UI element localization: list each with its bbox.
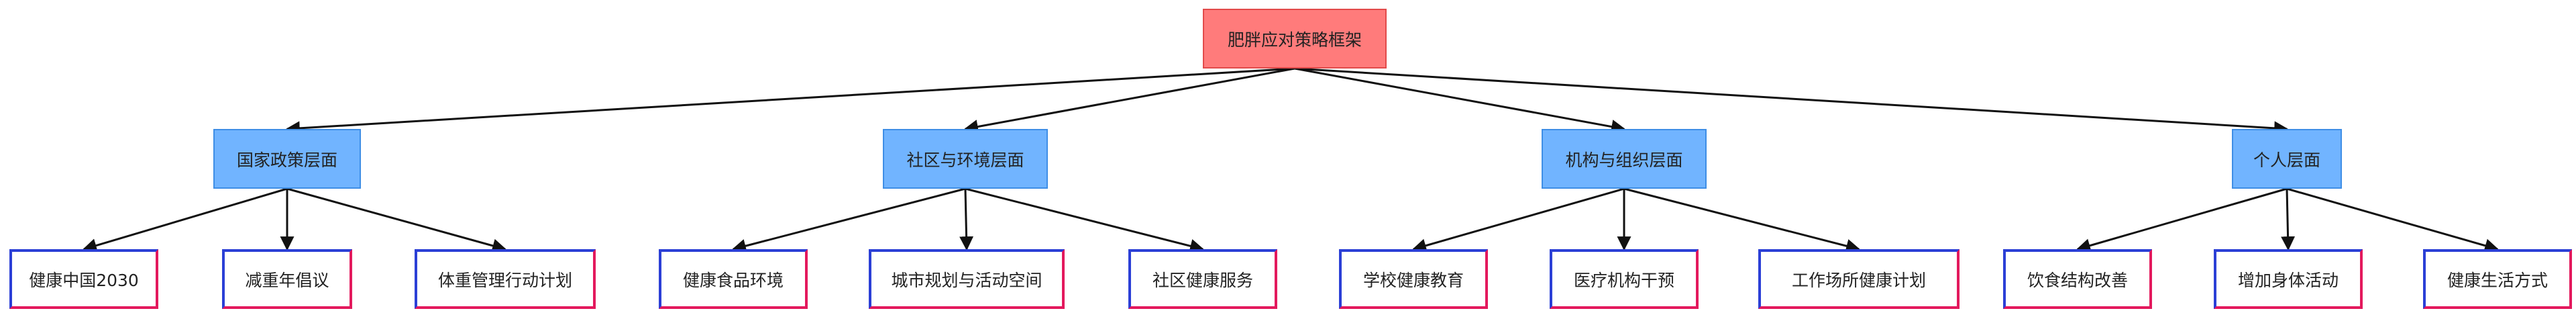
leaf-node-c1[interactable]: 健康食品环境 xyxy=(659,249,808,309)
leaf-node-i1[interactable]: 学校健康教育 xyxy=(1339,249,1488,309)
leaf-node-label: 健康生活方式 xyxy=(2447,270,2548,290)
edge-community-to-c1 xyxy=(731,187,966,253)
group-node-individual[interactable]: 个人层面 xyxy=(2232,129,2342,189)
group-node-institution[interactable]: 机构与组织层面 xyxy=(1542,129,1707,189)
edge-individual-to-p1 xyxy=(2076,187,2288,253)
leaf-node-p2[interactable]: 增加身体活动 xyxy=(2214,249,2363,309)
leaf-node-label: 健康食品环境 xyxy=(682,270,784,290)
edge-national-to-n1 xyxy=(82,187,288,253)
leaf-node-p1[interactable]: 饮食结构改善 xyxy=(2003,249,2152,309)
edge-root-to-national xyxy=(285,67,1295,136)
edge-institution-to-i1 xyxy=(1411,187,1625,253)
group-node-community[interactable]: 社区与环境层面 xyxy=(883,129,1048,189)
leaf-node-label: 体重管理行动计划 xyxy=(437,270,572,290)
edge-root-to-individual xyxy=(1294,67,2289,136)
leaf-node-n3[interactable]: 体重管理行动计划 xyxy=(415,249,596,309)
edge-community-to-c2 xyxy=(959,188,974,251)
edge-individual-to-p2 xyxy=(2281,188,2296,251)
leaf-node-c2[interactable]: 城市规划与活动空间 xyxy=(869,249,1065,309)
leaf-node-i2[interactable]: 医疗机构干预 xyxy=(1550,249,1699,309)
leaf-node-label: 学校健康教育 xyxy=(1362,270,1464,290)
group-node-label: 机构与组织层面 xyxy=(1565,150,1683,170)
root-node-label: 肥胖应对策略框架 xyxy=(1227,30,1362,50)
root-node[interactable]: 肥胖应对策略框架 xyxy=(1203,9,1387,69)
group-node-label: 个人层面 xyxy=(2253,150,2320,170)
group-node-national[interactable]: 国家政策层面 xyxy=(213,129,361,189)
leaf-node-label: 工作场所健康计划 xyxy=(1791,270,1926,290)
leaf-node-label: 减重年倡议 xyxy=(245,270,329,290)
group-node-label: 社区与环境层面 xyxy=(906,150,1024,170)
leaf-node-label: 饮食结构改善 xyxy=(2027,270,2128,290)
group-node-label: 国家政策层面 xyxy=(236,150,337,170)
leaf-node-p3[interactable]: 健康生活方式 xyxy=(2423,249,2572,309)
edge-root-to-institution xyxy=(1294,67,1626,134)
leaf-node-i3[interactable]: 工作场所健康计划 xyxy=(1758,249,1960,309)
leaf-node-label: 城市规划与活动空间 xyxy=(891,270,1042,290)
leaf-node-c3[interactable]: 社区健康服务 xyxy=(1128,249,1277,309)
leaf-node-n1[interactable]: 健康中国2030 xyxy=(9,249,158,309)
edge-individual-to-p3 xyxy=(2286,187,2500,253)
edge-institution-to-i3 xyxy=(1623,187,1861,253)
leaf-node-label: 增加身体活动 xyxy=(2237,270,2339,290)
leaf-node-label: 健康中国2030 xyxy=(29,270,139,290)
leaf-node-label: 社区健康服务 xyxy=(1152,270,1253,290)
leaf-node-label: 医疗机构干预 xyxy=(1573,270,1674,290)
edge-community-to-c3 xyxy=(965,187,1205,253)
edge-national-to-n3 xyxy=(286,187,507,253)
leaf-node-n2[interactable]: 减重年倡议 xyxy=(222,249,352,309)
edge-root-to-community xyxy=(963,67,1295,134)
